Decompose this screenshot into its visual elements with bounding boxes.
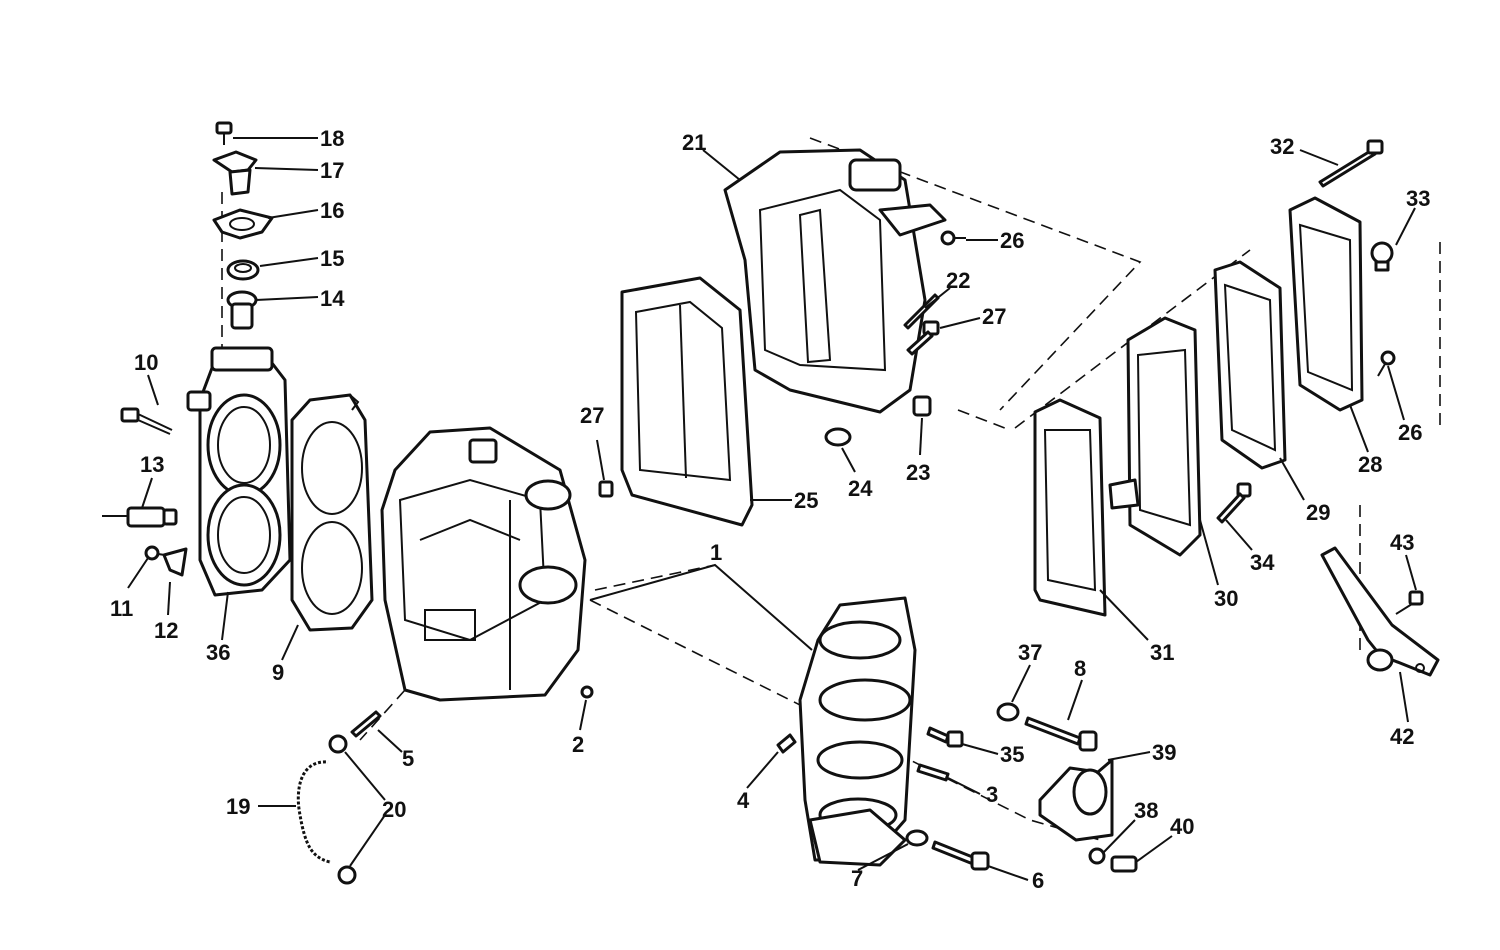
callout-8: 8 (1074, 656, 1086, 681)
callout-20: 20 (382, 797, 406, 822)
washer-7 (905, 829, 929, 847)
hose-clamp-20b (337, 865, 357, 885)
callout-37: 36 (206, 640, 230, 665)
gasket-16 (212, 208, 274, 240)
callout-10: 10 (134, 350, 158, 375)
intake-manifold-21 (723, 148, 947, 414)
exhaust-plate-31 (1108, 316, 1202, 557)
callout-21: 21 (682, 130, 706, 155)
leader-lines (127, 137, 1417, 881)
dowel-pin-5 (350, 710, 382, 738)
callout-5: 5 (402, 746, 414, 771)
bolt-35 (1216, 482, 1252, 524)
callout-16: 16 (320, 198, 344, 223)
callout-15: 15 (320, 246, 344, 271)
callout-2: 2 (572, 732, 584, 757)
callout-22: 22 (946, 268, 970, 293)
nut-41 (1110, 855, 1138, 873)
cylinder-head-37 (186, 346, 292, 597)
check-valve-28 (598, 480, 614, 498)
exhaust-cover-29 (1288, 196, 1364, 412)
exhaust-gasket-30 (1213, 260, 1287, 470)
crankcase-half-right (798, 596, 917, 867)
callout-29: 28 (1358, 452, 1382, 477)
callout-6: 6 (1032, 868, 1044, 893)
callout-36: 35 (1000, 742, 1024, 767)
callout-4: 4 (737, 788, 750, 813)
callout-25: 25 (794, 488, 818, 513)
callout-23: 23 (906, 460, 930, 485)
callout-28: 27 (580, 403, 604, 428)
plug-2 (580, 685, 594, 699)
callout-40: 39 (1152, 740, 1176, 765)
callout-27: 27 (982, 304, 1006, 329)
callout-31: 30 (1214, 586, 1238, 611)
dowel-pin-4 (776, 733, 797, 754)
intake-gasket-25 (620, 276, 754, 527)
bracket-40 (1038, 758, 1114, 842)
hose-19 (295, 758, 331, 865)
plug-34 (1370, 241, 1394, 272)
screw-36 (926, 726, 964, 748)
thermostat-cover-17 (212, 150, 258, 196)
hose-clamp-20a (328, 734, 348, 754)
screw-27 (906, 320, 940, 356)
bolt-18 (215, 121, 233, 145)
washer-39 (1088, 847, 1106, 865)
callout-30: 29 (1306, 500, 1330, 525)
callout-1: 1 (710, 540, 722, 565)
callout-26-right: 26 (1398, 420, 1422, 445)
bolt-33 (1318, 139, 1384, 188)
clip-12 (162, 547, 188, 577)
callout-32: 31 (1150, 640, 1174, 665)
washer-38 (996, 702, 1020, 722)
callout-24: 24 (848, 476, 873, 501)
callout-18: 18 (320, 126, 344, 151)
screw-26-top (940, 230, 966, 246)
plug-24 (824, 427, 852, 447)
callout-43: 43 (1390, 530, 1414, 555)
callout-34: 33 (1406, 186, 1430, 211)
seal-15 (226, 259, 260, 281)
temperature-sender-13 (102, 506, 178, 528)
screw-43 (1395, 590, 1424, 615)
head-gasket-9 (290, 393, 374, 632)
bracket-42 (1320, 546, 1440, 677)
callout-labels: 18 17 16 15 14 10 13 11 12 36 9 19 20 5 … (110, 126, 1430, 893)
callout-42: 42 (1390, 724, 1414, 749)
callout-38: 37 (1018, 640, 1042, 665)
bolt-10 (120, 407, 173, 435)
callout-13: 13 (140, 452, 164, 477)
cylinder-block-left (380, 426, 587, 702)
callout-3: 3 (986, 782, 998, 807)
callout-41: 40 (1170, 814, 1194, 839)
callout-11: 11 (110, 596, 133, 621)
callout-19: 19 (226, 794, 250, 819)
pin-3 (916, 763, 950, 782)
callout-33: 32 (1270, 134, 1294, 159)
screw-26-right (1377, 350, 1396, 377)
callout-35: 34 (1250, 550, 1275, 575)
callout-39: 38 (1134, 798, 1158, 823)
exhaust-gasket-32 (1033, 398, 1107, 617)
callout-17: 17 (320, 158, 344, 183)
thermostat-14 (226, 290, 258, 330)
callout-14: 14 (320, 286, 345, 311)
bolt-8 (1024, 716, 1098, 752)
callout-9: 9 (272, 660, 284, 685)
callout-7: 7 (851, 866, 863, 891)
bolt-6 (931, 840, 990, 871)
callout-12: 12 (154, 618, 178, 643)
bushing-23 (912, 395, 932, 417)
callout-26-top: 26 (1000, 228, 1024, 253)
